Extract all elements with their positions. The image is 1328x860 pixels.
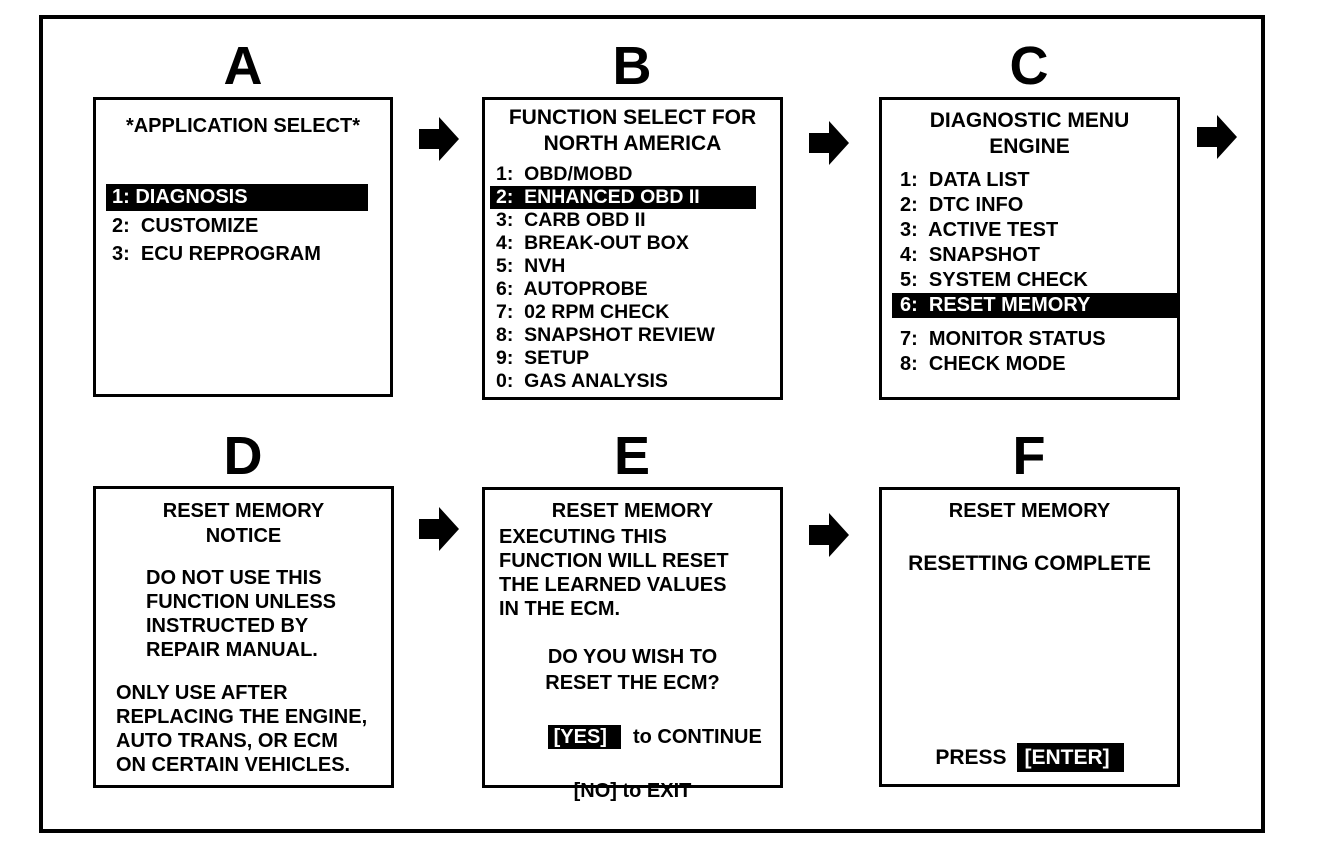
menu-item-snapshot: 4: SNAPSHOT xyxy=(900,244,1041,266)
screen-c-diagnostic-menu: DIAGNOSTIC MENU ENGINE 1: DATA LIST 2: D… xyxy=(879,97,1180,400)
step-label-e: E xyxy=(613,426,651,486)
warning-line: DO NOT USE THIS xyxy=(146,567,322,589)
screen-d-warning-paragraph: DO NOT USE THIS FUNCTION UNLESS INSTRUCT… xyxy=(146,566,391,662)
warning-line: INSTRUCTED BY xyxy=(146,615,309,637)
screen-d-usage-paragraph: ONLY USE AFTER REPLACING THE ENGINE, AUT… xyxy=(116,681,391,777)
screen-f-title: RESET MEMORY xyxy=(948,500,1111,522)
menu-item-monitor-status: 7: MONITOR STATUS xyxy=(900,328,1106,350)
question-line1: DO YOU WISH TO xyxy=(547,646,718,668)
screen-a-application-select: *APPLICATION SELECT* 1: DIAGNOSIS 2: CUS… xyxy=(93,97,393,397)
description-line: IN THE ECM. xyxy=(499,598,621,620)
description-line: FUNCTION WILL RESET xyxy=(499,550,729,572)
screen-f-resetting-complete: RESET MEMORY RESETTING COMPLETE PRESS [EN… xyxy=(879,487,1180,787)
menu-item-obd-mobd: 1: OBD/MOBD xyxy=(496,163,633,185)
screen-b-menu: 1: OBD/MOBD 2: ENHANCED OBD II 3: CARB O… xyxy=(490,163,756,393)
menu-item-diagnosis-selected: 1: DIAGNOSIS xyxy=(106,184,368,211)
menu-item-o2-rpm-check: 7: 02 RPM CHECK xyxy=(496,301,670,323)
menu-item-carb-obd2: 3: CARB OBD II xyxy=(496,209,646,231)
screen-b-title-line2: NORTH AMERICA xyxy=(543,132,722,155)
screen-d-reset-memory-notice: RESET MEMORY NOTICE DO NOT USE THIS FUNC… xyxy=(93,486,394,788)
menu-item-enhanced-obd2-selected: 2: ENHANCED OBD II xyxy=(490,186,756,209)
menu-item-data-list: 1: DATA LIST xyxy=(900,169,1030,191)
menu-item-ecu-reprogram: 3: ECU REPROGRAM xyxy=(112,243,321,265)
menu-item-dtc-info: 2: DTC INFO xyxy=(900,194,1024,216)
step-label-c: C xyxy=(1009,36,1049,96)
yes-continue-text: to CONTINUE xyxy=(632,726,762,748)
diagram-border xyxy=(39,15,1265,833)
no-exit-line: [NO] to EXIT xyxy=(573,780,692,802)
screen-d-title-line1: RESET MEMORY xyxy=(162,500,325,522)
warning-line: FUNCTION UNLESS xyxy=(146,591,336,613)
usage-line: REPLACING THE ENGINE, xyxy=(116,706,368,728)
menu-item-reset-memory-selected: 6: RESET MEMORY xyxy=(892,293,1178,318)
screen-a-title: *APPLICATION SELECT* xyxy=(125,115,361,137)
flow-arrow-icon-e-to-f xyxy=(809,513,849,557)
menu-item-setup: 9: SETUP xyxy=(496,347,590,369)
press-label: PRESS xyxy=(935,746,1007,769)
yes-key-highlighted: [YES] xyxy=(547,725,621,749)
menu-item-check-mode: 8: CHECK MODE xyxy=(900,353,1066,375)
usage-line: ONLY USE AFTER xyxy=(116,682,288,704)
screen-b-title-line1: FUNCTION SELECT FOR xyxy=(508,106,757,129)
flow-arrow-icon-c-continue xyxy=(1197,115,1237,159)
screen-c-title-line2: ENGINE xyxy=(989,135,1070,158)
step-label-b: B xyxy=(612,36,652,96)
menu-item-nvh: 5: NVH xyxy=(496,255,566,277)
menu-item-break-out-box: 4: BREAK-OUT BOX xyxy=(496,232,689,254)
description-line: THE LEARNED VALUES xyxy=(499,574,727,596)
menu-item-active-test: 3: ACTIVE TEST xyxy=(900,219,1059,241)
warning-line: REPAIR MANUAL. xyxy=(146,639,318,661)
screen-e-description: EXECUTING THIS FUNCTION WILL RESET THE L… xyxy=(499,525,780,621)
screen-f-status: RESETTING COMPLETE xyxy=(908,552,1151,575)
enter-key-highlighted: [ENTER] xyxy=(1016,743,1124,772)
press-enter-line: PRESS [ENTER] xyxy=(882,743,1177,773)
screen-e-reset-memory-confirm: RESET MEMORY EXECUTING THIS FUNCTION WIL… xyxy=(482,487,783,802)
menu-item-gas-analysis: 0: GAS ANALYSIS xyxy=(496,370,668,392)
screen-c-menu: 1: DATA LIST 2: DTC INFO 3: ACTIVE TEST … xyxy=(892,168,1178,377)
step-label-d: D xyxy=(223,426,263,486)
flow-arrow-icon-b-to-c xyxy=(809,121,849,165)
screen-d-title-line2: NOTICE xyxy=(205,525,282,547)
screen-b-function-select: FUNCTION SELECT FOR NORTH AMERICA 1: OBD… xyxy=(482,97,783,400)
usage-line: ON CERTAIN VEHICLES. xyxy=(116,754,351,776)
step-label-f: F xyxy=(1012,426,1046,486)
yes-continue-line: [YES] to CONTINUE xyxy=(485,697,780,778)
screen-a-menu: 1: DIAGNOSIS 2: CUSTOMIZE 3: ECU REPROGR… xyxy=(106,184,368,268)
screen-e-title: RESET MEMORY xyxy=(551,500,714,522)
screen-e-question-block: DO YOU WISH TO RESET THE ECM? [YES] to CO… xyxy=(485,644,780,804)
usage-line: AUTO TRANS, OR ECM xyxy=(116,730,338,752)
flow-arrow-icon-a-to-b xyxy=(419,117,459,161)
menu-item-system-check: 5: SYSTEM CHECK xyxy=(900,269,1088,291)
question-line2: RESET THE ECM? xyxy=(545,672,720,694)
menu-item-autoprobe: 6: AUTOPROBE xyxy=(496,278,648,300)
menu-item-customize: 2: CUSTOMIZE xyxy=(112,215,259,237)
screen-c-title-line1: DIAGNOSTIC MENU xyxy=(929,109,1130,132)
flow-arrow-icon-d-to-e xyxy=(419,507,459,551)
description-line: EXECUTING THIS xyxy=(499,526,667,548)
step-label-a: A xyxy=(223,36,263,96)
menu-item-snapshot-review: 8: SNAPSHOT REVIEW xyxy=(496,324,715,346)
